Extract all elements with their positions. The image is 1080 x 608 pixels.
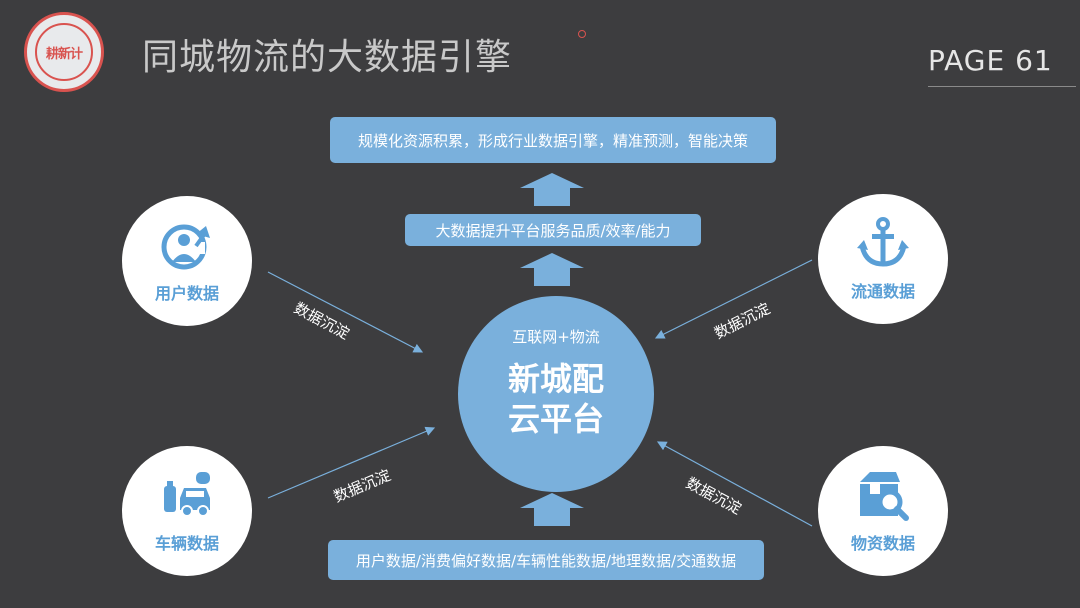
page-title: 同城物流的大数据引擎 xyxy=(142,37,513,78)
page-label: PAGE xyxy=(928,44,1006,77)
connector-user xyxy=(267,271,424,353)
user-growth-icon xyxy=(161,224,210,270)
up-arrow-bottom xyxy=(520,493,584,526)
box-search-icon xyxy=(860,472,909,521)
node-vehicle-label: 车辆数据 xyxy=(154,534,219,553)
logo-inner-ring: 耕新计 xyxy=(35,23,93,81)
connector-vehicle xyxy=(267,426,436,499)
source-data-box: 用户数据/消费偏好数据/车辆性能数据/地理数据/交通数据 xyxy=(328,540,764,580)
node-user-label: 用户数据 xyxy=(154,284,219,303)
platform-name-line1: 新城配 xyxy=(507,360,604,398)
platform-name-line2: 云平台 xyxy=(507,400,604,438)
service-box: 大数据提升平台服务品质/效率/能力 xyxy=(405,214,701,246)
node-user-data: 用户数据 xyxy=(122,196,252,326)
node-goods-label: 物资数据 xyxy=(850,534,915,553)
connector-goods xyxy=(656,441,813,527)
node-flow-label: 流通数据 xyxy=(850,282,915,301)
anchor-icon xyxy=(857,217,909,267)
up-arrow-top xyxy=(520,173,584,206)
logo-text: 耕新计 xyxy=(45,46,83,62)
connector-flow xyxy=(654,259,813,339)
page-number: 61 xyxy=(1015,44,1053,77)
logo: 耕新计 xyxy=(24,12,104,92)
title-dot-decoration xyxy=(578,30,586,38)
platform-subtitle: 互联网+物流 xyxy=(512,328,600,346)
platform-circle: 互联网+物流 新城配 云平台 xyxy=(458,296,654,492)
result-box: 规模化资源积累，形成行业数据引擎，精准预测，智能决策 xyxy=(330,117,776,163)
vehicle-icon xyxy=(164,472,210,517)
page-indicator: PAGE 61 xyxy=(928,44,1058,77)
up-arrow-middle xyxy=(520,253,584,286)
page-underline xyxy=(928,86,1076,87)
node-flow-data: 流通数据 xyxy=(818,194,948,324)
node-goods-data: 物资数据 xyxy=(818,446,948,576)
node-vehicle-data: 车辆数据 xyxy=(122,446,252,576)
